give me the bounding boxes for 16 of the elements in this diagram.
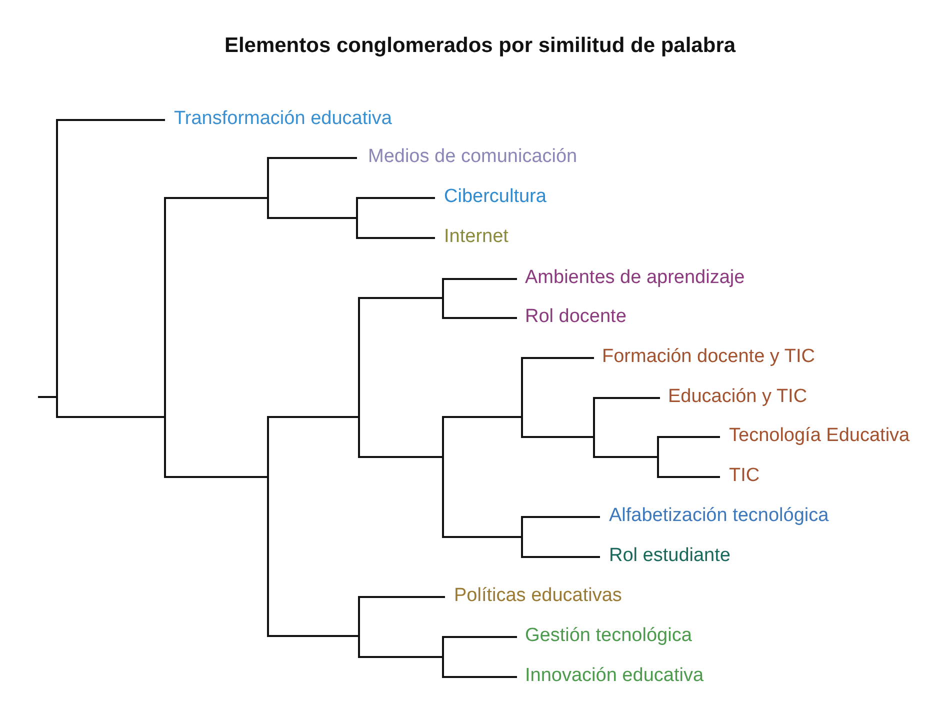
leaf-label: TIC xyxy=(729,465,760,487)
leaf-label: Educación y TIC xyxy=(668,386,808,408)
leaf-label: Formación docente y TIC xyxy=(602,346,815,368)
leaf-label: Ambientes de aprendizaje xyxy=(525,267,745,289)
chart-title: Elementos conglomerados por similitud de palabra xyxy=(223,34,737,58)
leaf-label: Medios de comunicación xyxy=(368,146,578,168)
leaf-label: Políticas educativas xyxy=(454,585,622,607)
leaf-label: Transformación educativa xyxy=(174,108,392,130)
leaf-label: Innovación educativa xyxy=(525,665,704,687)
leaf-label: Tecnología Educativa xyxy=(729,425,910,447)
leaf-label: Internet xyxy=(444,226,508,248)
leaf-label: Rol estudiante xyxy=(609,545,730,567)
leaf-label: Alfabetización tecnológica xyxy=(609,505,829,527)
leaf-label: Cibercultura xyxy=(444,186,546,208)
leaf-label: Rol docente xyxy=(525,306,626,328)
leaf-label: Gestión tecnológica xyxy=(525,625,692,647)
